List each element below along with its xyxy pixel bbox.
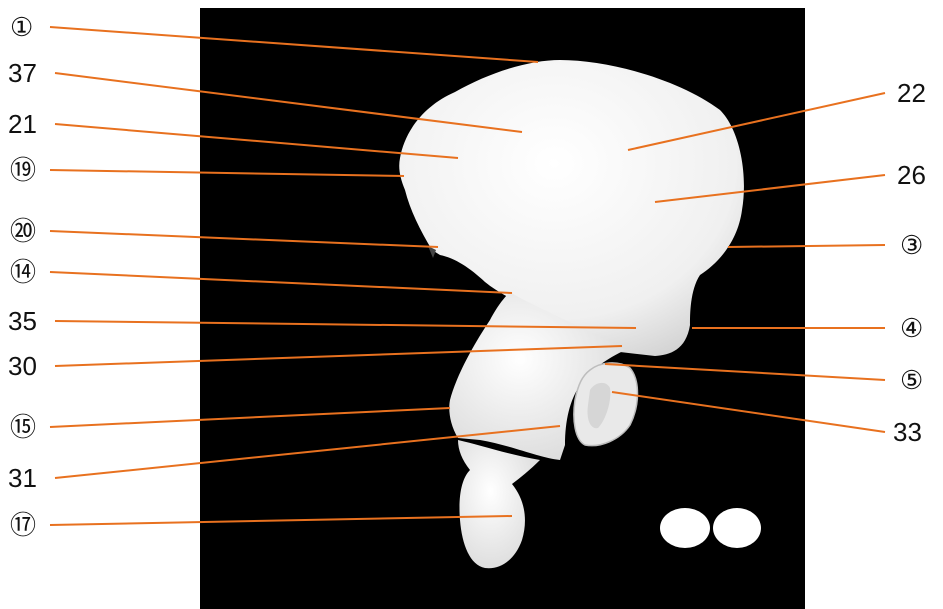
label-26: 26 xyxy=(897,160,926,190)
label-4: ④ xyxy=(900,313,923,343)
label-14: ⑭ xyxy=(10,257,36,287)
right-labels: 22 26 ③ ④ ⑤ 33 xyxy=(893,78,926,447)
label-22: 22 xyxy=(897,78,926,108)
label-37: 37 xyxy=(8,58,37,88)
label-21: 21 xyxy=(8,109,37,139)
label-1: ① xyxy=(10,12,33,42)
label-15: ⑮ xyxy=(10,412,36,442)
label-35: 35 xyxy=(8,306,37,336)
label-20: ⑳ xyxy=(10,216,36,246)
label-19: ⑲ xyxy=(10,155,36,185)
label-17: ⑰ xyxy=(10,510,36,540)
label-3: ③ xyxy=(900,230,923,260)
femoral-head-right xyxy=(713,508,761,548)
label-33: 33 xyxy=(893,417,922,447)
left-labels: ① 37 21 ⑲ ⑳ ⑭ 35 30 ⑮ 31 ⑰ xyxy=(8,12,37,540)
label-30: 30 xyxy=(8,351,37,381)
femoral-head-left xyxy=(660,508,710,548)
label-5: ⑤ xyxy=(900,365,923,395)
label-31: 31 xyxy=(8,463,37,493)
